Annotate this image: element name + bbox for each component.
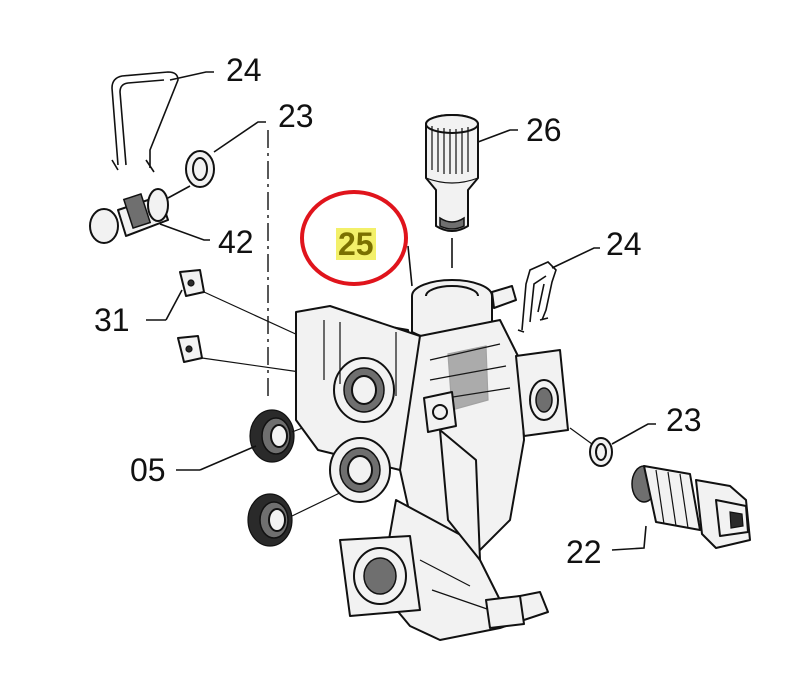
part-25-valve-body <box>295 279 569 641</box>
part-24-clip-right <box>517 261 557 333</box>
leader-lines <box>146 71 656 551</box>
label-25-highlighted: 25 <box>336 226 376 262</box>
label-26: 26 <box>526 112 562 148</box>
part-05-seals <box>247 409 351 547</box>
label-42: 42 <box>218 224 254 260</box>
part-31-nuts <box>177 269 301 373</box>
label-24-top: 24 <box>226 52 262 88</box>
label-23-top: 23 <box>278 98 314 134</box>
part-42-plug <box>89 185 191 244</box>
part-22-sensor <box>631 465 751 549</box>
part-24-clip-left <box>111 71 179 173</box>
label-23-right: 23 <box>666 402 702 438</box>
part-23-oring-right <box>569 427 613 467</box>
label-31: 31 <box>94 302 130 338</box>
label-24-right: 24 <box>606 226 642 262</box>
label-22: 22 <box>566 534 602 570</box>
part-26-cartridge <box>425 114 479 268</box>
highlight-circle <box>300 190 408 286</box>
label-05: 05 <box>130 452 166 488</box>
part-23-oring-left <box>185 150 215 188</box>
